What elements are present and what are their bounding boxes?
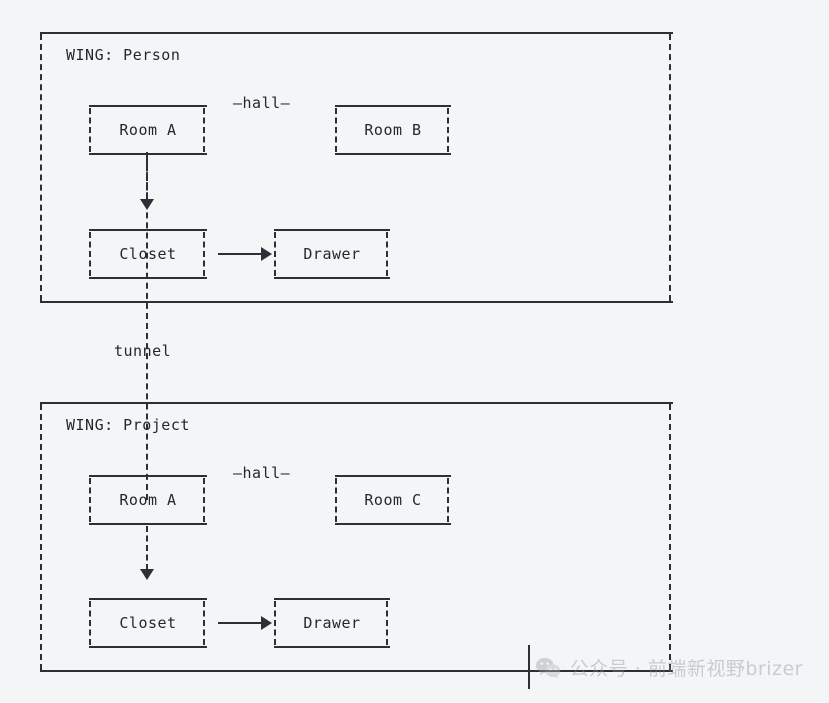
wing-title-project: WING: Project: [66, 416, 190, 434]
node-room-a-person[interactable]: Room A: [89, 105, 207, 155]
node-label: Drawer: [303, 614, 361, 632]
node-label: Room C: [364, 491, 422, 509]
arrowhead-right-icon: [261, 247, 272, 261]
node-closet-project[interactable]: Closet: [89, 598, 207, 648]
arrowhead-down-icon: [140, 569, 154, 580]
edge-closet-to-drawer-project: [218, 622, 263, 624]
wing-container-person: WING: Person: [40, 32, 673, 303]
node-label: Room A: [119, 491, 177, 509]
node-label: Room A: [119, 121, 177, 139]
wing-title-person: WING: Person: [66, 46, 181, 64]
node-room-c-project[interactable]: Room C: [335, 475, 451, 525]
node-drawer-person[interactable]: Drawer: [274, 229, 390, 279]
node-label: Closet: [119, 245, 177, 263]
arrowhead-down-icon: [140, 199, 154, 210]
tunnel-connector-line: [146, 152, 148, 500]
node-closet-person[interactable]: Closet: [89, 229, 207, 279]
edge-closet-to-drawer-person: [218, 253, 263, 255]
edge-label-hall-project: —hall—: [233, 464, 291, 482]
node-room-b-person[interactable]: Room B: [335, 105, 451, 155]
wing-container-project: WING: Project: [40, 402, 673, 672]
node-label: Drawer: [303, 245, 361, 263]
node-drawer-project[interactable]: Drawer: [274, 598, 390, 648]
text-caret: [528, 645, 530, 689]
edge-label-hall-person: —hall—: [233, 94, 291, 112]
node-label: Closet: [119, 614, 177, 632]
tunnel-label: tunnel: [114, 342, 172, 360]
node-room-a-project[interactable]: Room A: [89, 475, 207, 525]
node-label: Room B: [364, 121, 422, 139]
edge-room-a-to-closet-person: [146, 156, 148, 200]
arrowhead-right-icon: [261, 616, 272, 630]
edge-room-a-to-closet-project: [146, 526, 148, 570]
